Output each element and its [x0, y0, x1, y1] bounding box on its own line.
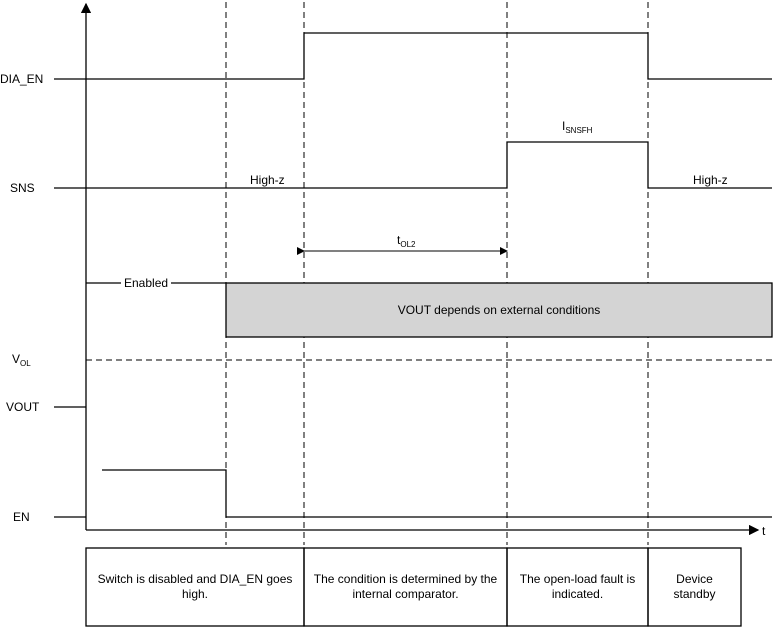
- en-waveform: [102, 469, 772, 518]
- signal-ticks: [54, 78, 86, 518]
- isnsfh-label: ISNSFH: [562, 119, 592, 135]
- highz-left-label: High-z: [250, 173, 285, 187]
- time-axis-label: t: [762, 524, 766, 538]
- phase-boxes: [85, 547, 742, 627]
- sns-waveform: [86, 141, 772, 189]
- phase-text-4: Device standby: [673, 572, 716, 601]
- vol-main: V: [12, 352, 21, 366]
- signal-label-sns: SNS: [10, 181, 35, 195]
- isnsfh-sub: SNSFH: [565, 126, 593, 135]
- tol2-sub: OL2: [400, 240, 416, 249]
- dia-en-waveform: [86, 32, 772, 80]
- phase-text-2: The condition is determined by the inter…: [313, 572, 498, 601]
- phase-boundaries: [225, 2, 649, 545]
- vout-external-region: [225, 282, 773, 338]
- signal-label-dia-en: DIA_EN: [0, 72, 44, 86]
- signal-label-vol: VOL: [12, 352, 31, 368]
- vol-sub: OL: [20, 359, 31, 368]
- signal-label-en: EN: [13, 510, 30, 524]
- phase-text-3: The open-load fault is indicated.: [519, 572, 636, 601]
- highz-right-label: High-z: [693, 173, 728, 187]
- vout-region-label: VOUT depends on external conditions: [397, 303, 601, 317]
- phase-box-4: [647, 547, 742, 627]
- phase-text-1: Switch is disabled and DIA_EN goes high.: [97, 572, 293, 601]
- tol2-label: tOL2: [397, 233, 415, 249]
- signal-label-vout: VOUT: [6, 400, 40, 414]
- isnsfh-main: I: [562, 119, 566, 133]
- tol2-main: t: [397, 233, 401, 247]
- enabled-label: Enabled: [121, 276, 172, 290]
